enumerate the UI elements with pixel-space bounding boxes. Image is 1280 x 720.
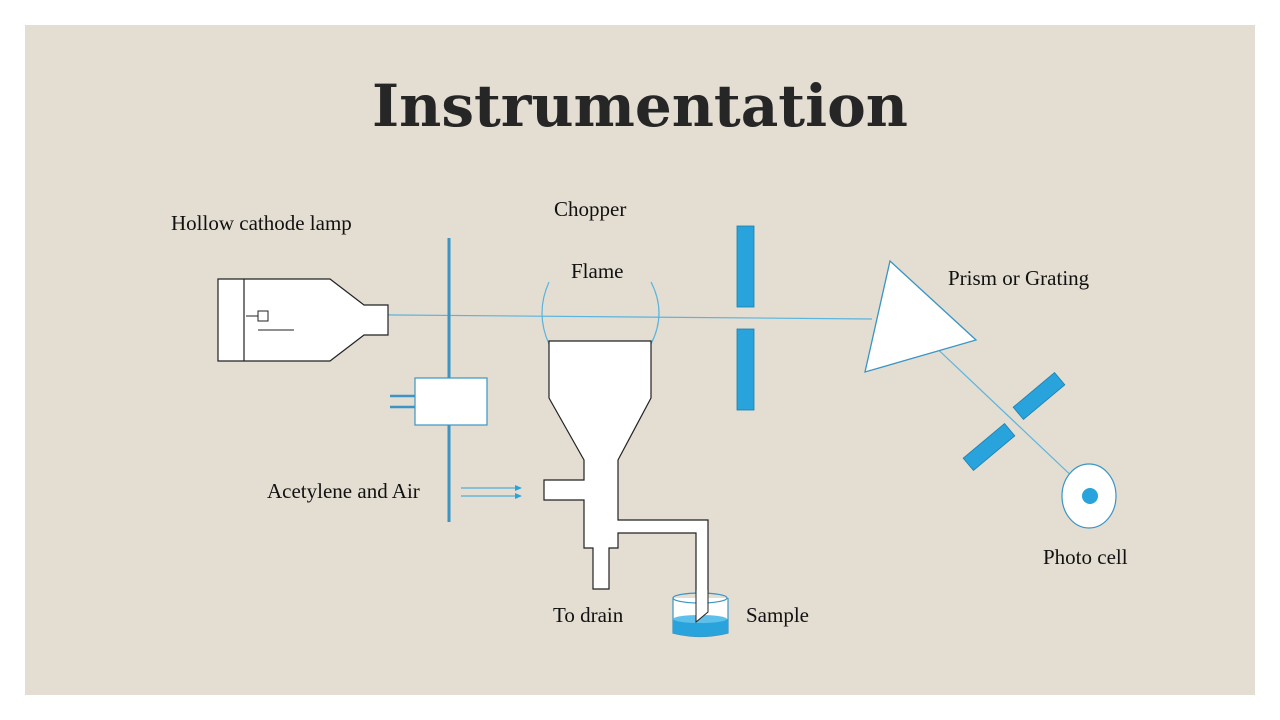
label-flame: Flame <box>571 259 624 283</box>
dispersed-beam <box>927 339 1079 483</box>
label-sample: Sample <box>746 603 809 627</box>
chopper-assembly <box>390 238 488 522</box>
prism <box>864 259 978 373</box>
label-chopper: Chopper <box>554 197 627 221</box>
label-hollow-cathode-lamp: Hollow cathode lamp <box>171 211 352 235</box>
label-to-drain: To drain <box>553 603 624 627</box>
label-prism-or-grating: Prism or Grating <box>948 266 1090 290</box>
exit-slit <box>962 371 1066 472</box>
label-acetylene-and-air: Acetylene and Air <box>267 479 420 503</box>
label-photo-cell: Photo cell <box>1043 545 1128 569</box>
page-title: Instrumentation <box>372 72 908 140</box>
gas-inlet-arrows <box>461 485 522 499</box>
hollow-cathode-lamp <box>217 278 389 362</box>
photo-cell <box>1061 463 1117 529</box>
flame-outline <box>541 281 660 345</box>
sample-beaker <box>672 590 729 638</box>
burner-nebulizer <box>543 340 709 593</box>
slit <box>736 225 755 411</box>
